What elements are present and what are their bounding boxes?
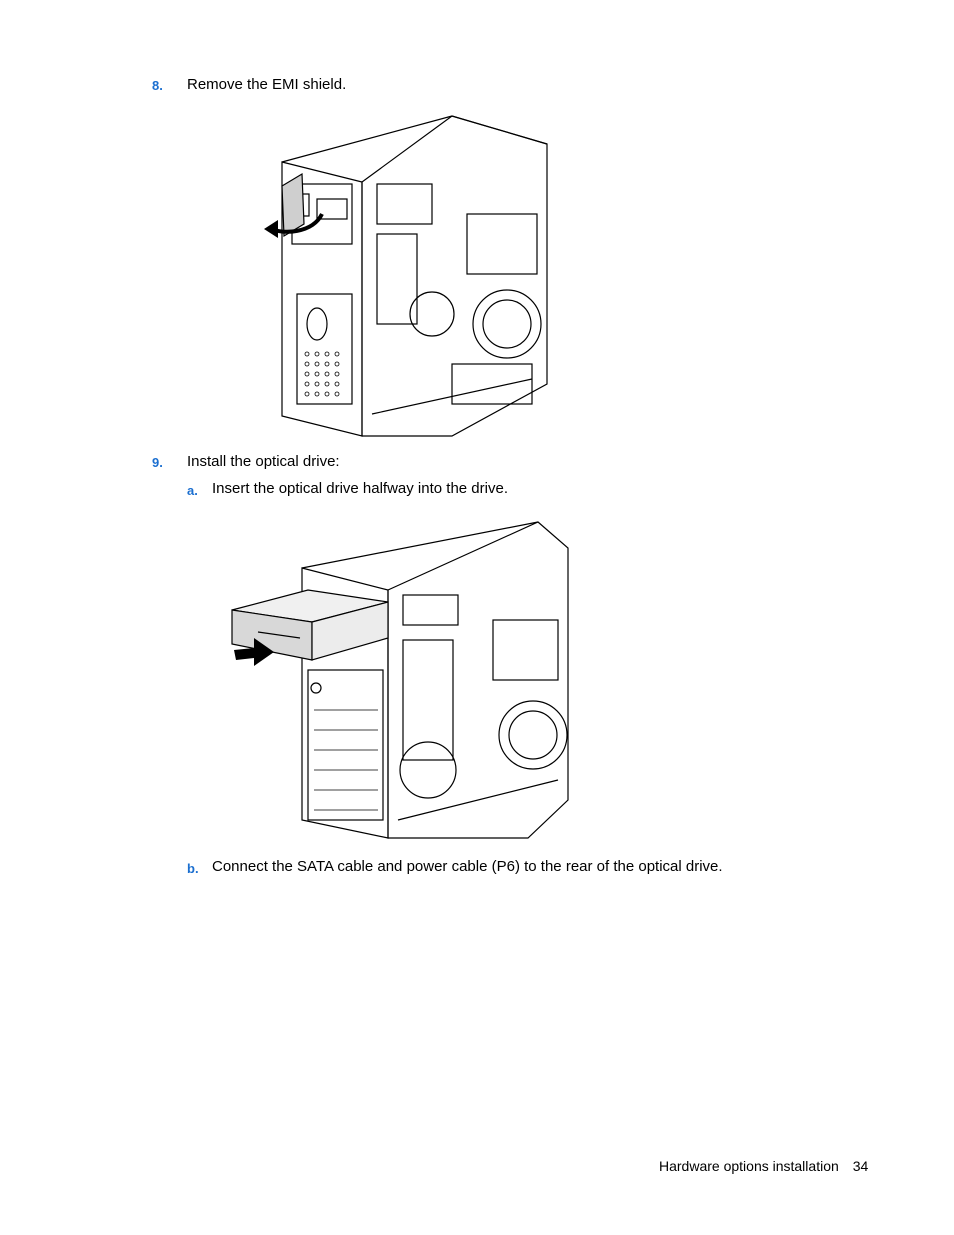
page-number: 34 bbox=[852, 1158, 869, 1174]
emi-shield-illustration bbox=[262, 114, 558, 440]
substep-text: Insert the optical drive halfway into th… bbox=[212, 480, 508, 497]
step-number: 8. bbox=[152, 78, 163, 93]
substep-letter: a. bbox=[187, 483, 198, 498]
step-text: Install the optical drive: bbox=[187, 453, 340, 470]
substep-text: Connect the SATA cable and power cable (… bbox=[212, 858, 723, 875]
substep-letter: b. bbox=[187, 861, 199, 876]
optical-drive-illustration bbox=[228, 520, 572, 842]
step-text: Remove the EMI shield. bbox=[187, 76, 347, 93]
step-number: 9. bbox=[152, 455, 163, 470]
footer-section-title: Hardware options installation bbox=[659, 1158, 839, 1174]
page-footer: Hardware options installation 34 bbox=[659, 1158, 868, 1174]
